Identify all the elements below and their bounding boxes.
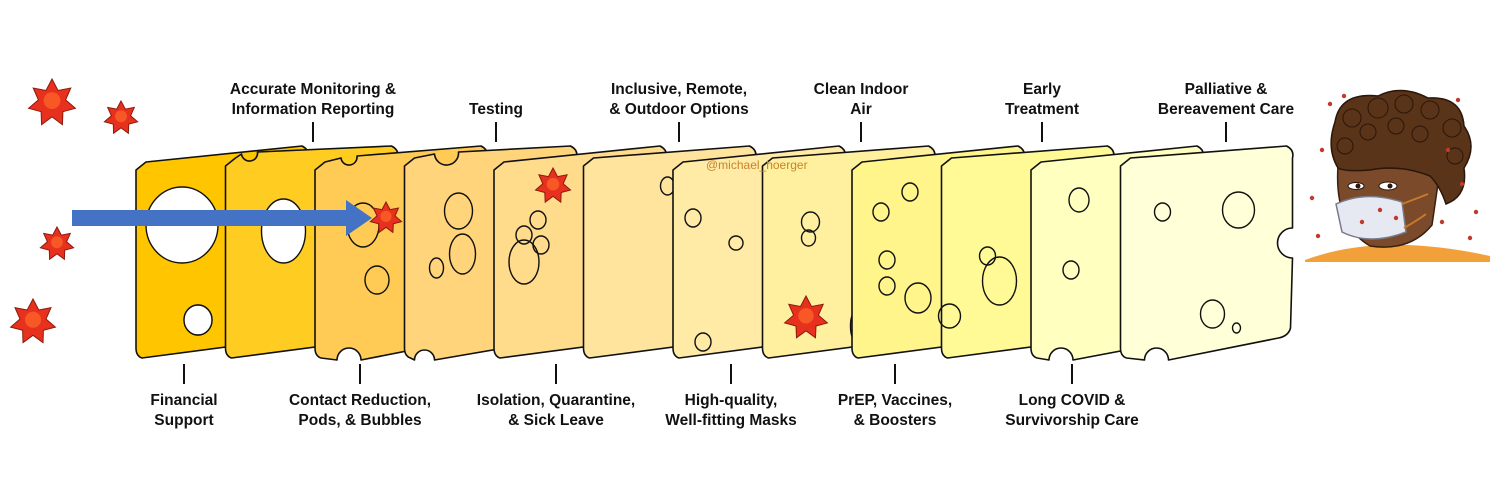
virus-highlight — [380, 210, 392, 222]
arrow-shaft — [72, 210, 348, 226]
virus-icon — [27, 77, 77, 126]
cheese-hole — [260, 198, 307, 264]
cheese-hole — [183, 304, 213, 336]
cheese-hole — [1231, 322, 1242, 334]
cheese-hole — [1221, 191, 1256, 229]
label-vaccines: PrEP, Vaccines,& Boosters — [837, 392, 953, 429]
cheese-hole — [904, 282, 932, 314]
cheese-hole — [364, 265, 390, 295]
hair-curl — [1442, 118, 1462, 138]
cheese-hole — [1062, 260, 1080, 280]
hair-curl — [1446, 147, 1464, 165]
label-contact-reduction: Contact Reduction,Pods, & Bubbles — [288, 392, 432, 429]
virus-particle — [1319, 147, 1325, 153]
label-palliative-care: Palliative &Bereavement Care — [1157, 81, 1295, 118]
mask-strap — [1401, 193, 1429, 229]
virus-highlight — [51, 236, 63, 249]
virus-particle — [1393, 215, 1399, 221]
cheese-hole — [428, 257, 445, 279]
hair-curl — [1411, 125, 1429, 143]
virus-icon — [783, 294, 829, 339]
hair-curl — [1342, 108, 1362, 128]
label-masks: High-quality,Well-fitting Masks — [665, 392, 797, 429]
label-inclusive-options: Inclusive, Remote,& Outdoor Options — [609, 81, 749, 118]
hair-curl — [1359, 123, 1377, 141]
cheese-hole — [1199, 299, 1226, 329]
virus-highlight — [546, 177, 560, 191]
label-testing: Testing — [469, 101, 523, 118]
cheese-hole — [937, 303, 962, 329]
cheese-hole — [901, 182, 919, 202]
virus-particle — [1377, 207, 1383, 213]
cheese-slice-palliative-care — [1119, 145, 1294, 361]
hair-curl — [1387, 117, 1405, 135]
cheese-hole — [872, 202, 890, 222]
watermark-text: @michael_hoerger — [706, 158, 808, 172]
cheese-hole — [694, 332, 712, 352]
virus-particle — [1459, 181, 1465, 187]
cheese-hole — [448, 233, 477, 275]
hair-curl — [1394, 94, 1414, 114]
cheese-hole — [878, 250, 896, 270]
cheese-hole — [515, 225, 533, 245]
virus-particle — [1473, 209, 1479, 215]
cheese-hole — [800, 211, 821, 233]
cheese-hole — [443, 192, 474, 230]
virus-particle — [1341, 93, 1347, 99]
virus-icon — [9, 297, 57, 344]
virus-highlight — [43, 92, 61, 109]
label-tick-marks — [183, 122, 1227, 384]
masked-person-illustration — [1305, 89, 1490, 262]
virus-icon — [39, 225, 75, 261]
hair-curl — [1420, 100, 1440, 120]
cheese-hole — [1068, 187, 1090, 213]
virus-particle — [1439, 219, 1445, 225]
cheese-hole — [1153, 202, 1172, 222]
virus-particle — [1327, 101, 1333, 107]
pupil — [1387, 183, 1393, 189]
virus-particle — [1359, 219, 1365, 225]
cheese-hole — [508, 239, 540, 285]
cheese-hole — [532, 235, 550, 255]
virus-particle — [1467, 235, 1473, 241]
virus-particle — [1445, 147, 1451, 153]
virus-highlight — [115, 110, 127, 123]
shirt — [1305, 244, 1490, 262]
cheese-hole — [800, 229, 817, 247]
virus-highlight — [24, 311, 42, 328]
virus-icon — [103, 99, 139, 135]
cheese-hole — [684, 208, 702, 228]
virus-particle — [1455, 97, 1461, 103]
hair-curl — [1336, 137, 1354, 155]
label-long-covid: Long COVID &Survivorship Care — [1005, 392, 1139, 429]
hair — [1330, 89, 1472, 205]
hair-curl — [1367, 97, 1389, 119]
pupil — [1355, 183, 1361, 189]
slice-body — [1119, 145, 1294, 361]
virus-highlight — [798, 308, 814, 324]
infection-arrow — [72, 200, 372, 236]
cheese-hole — [878, 276, 896, 296]
cheese-hole — [981, 256, 1018, 306]
face-mask — [1335, 195, 1407, 240]
label-accurate-monitoring: Accurate Monitoring &Information Reporti… — [229, 81, 397, 118]
label-isolation-quarantine: Isolation, Quarantine,& Sick Leave — [476, 392, 636, 429]
cheese-hole — [728, 235, 744, 251]
virus-icon — [534, 166, 572, 204]
cheese-hole — [529, 210, 547, 230]
virus-particle — [1315, 233, 1321, 239]
arrow-head — [346, 200, 372, 236]
virus-icon — [369, 200, 403, 234]
virus-particle — [1309, 195, 1315, 201]
